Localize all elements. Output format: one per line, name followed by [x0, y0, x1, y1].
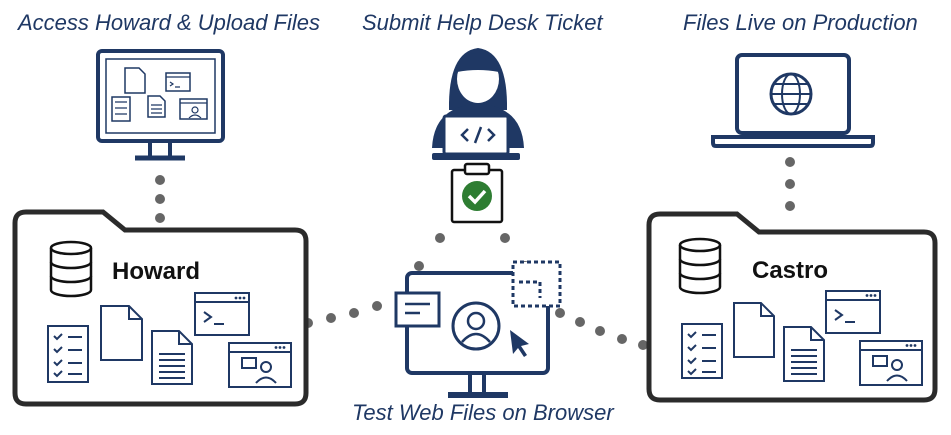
caption-submit-ticket: Submit Help Desk Ticket: [362, 10, 603, 35]
terminal-window-icon: [194, 292, 250, 336]
document-icon: [733, 302, 775, 358]
clipboard-check-icon: [450, 162, 504, 224]
checklist-icon: [47, 325, 89, 383]
castro-folder-label: Castro: [752, 257, 829, 284]
caption-files-production: Files Live on Production: [683, 10, 918, 35]
document-lined-icon: [783, 326, 825, 382]
howard-folder: [12, 209, 309, 407]
terminal-dots: [865, 294, 877, 297]
database-icon: [49, 240, 93, 298]
document-icon: [100, 305, 143, 361]
checklist-icon: [681, 323, 723, 379]
mouse-cursor-icon: [510, 330, 529, 357]
howard-folder-label: Howard: [112, 258, 201, 285]
chat-window-icon: [859, 340, 923, 386]
terminal-window-icon: [825, 290, 881, 334]
castro-folder: [646, 211, 938, 403]
browser-monitor-icon: [394, 260, 562, 398]
desktop-monitor-icon: [96, 49, 225, 161]
caption-test-browser: Test Web Files on Browser: [352, 400, 614, 425]
document-lined-icon: [151, 330, 193, 385]
chat-dots: [905, 344, 917, 347]
chat-dots: [274, 346, 286, 349]
database-icon: [678, 237, 722, 295]
caption-access-upload: Access Howard & Upload Files: [18, 10, 321, 35]
developer-laptop-icon: [432, 48, 524, 160]
chat-window-icon: [228, 342, 292, 388]
terminal-dots: [234, 296, 246, 300]
laptop-globe-icon: [711, 53, 875, 148]
